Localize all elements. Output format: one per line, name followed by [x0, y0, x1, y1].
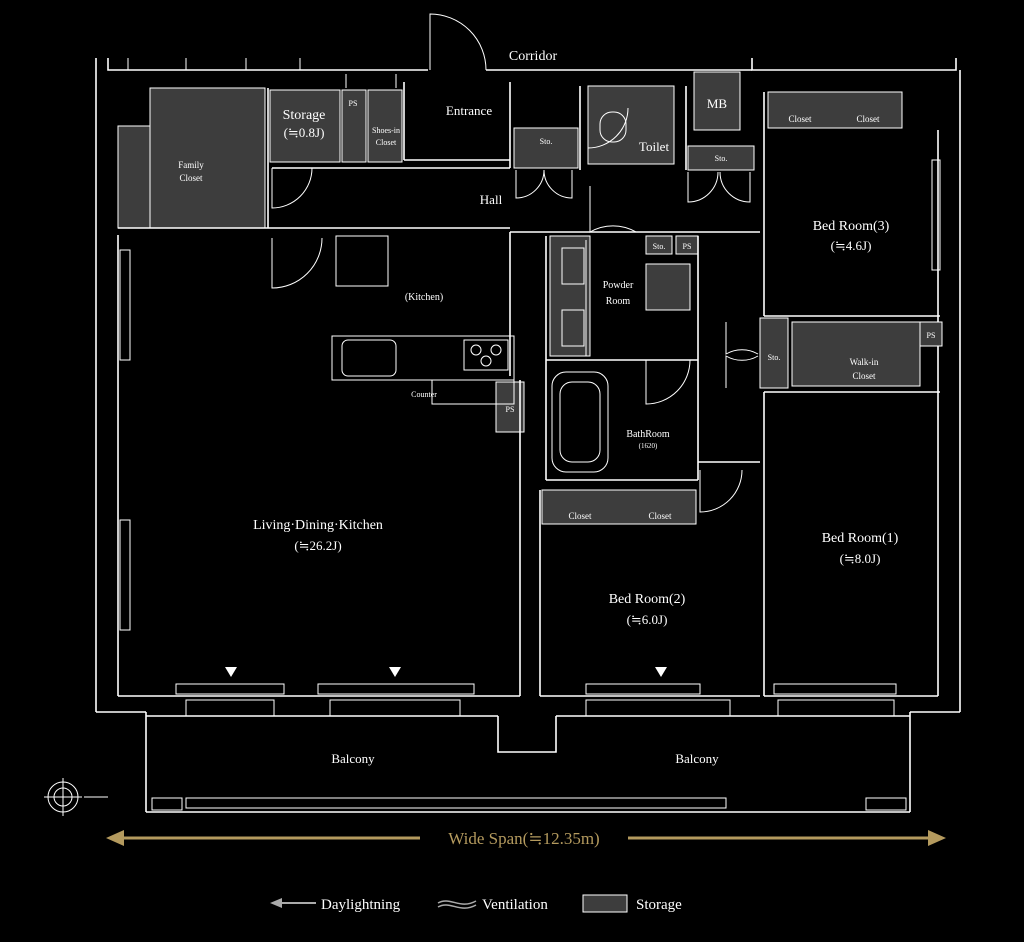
- storage-size: (≒0.8J): [284, 125, 325, 140]
- ldk-size: (≒26.2J): [294, 538, 341, 553]
- bed2-closet-label-1: Closet: [568, 511, 592, 521]
- ps-label-4: PS: [506, 405, 515, 414]
- outer-walls: [95, 58, 961, 713]
- bathtub: [551, 371, 609, 473]
- bed3-label: Bed Room(3): [813, 219, 890, 234]
- daylight-marker-3: [655, 667, 667, 677]
- family-closet-label-1: Family: [178, 160, 204, 170]
- shoes-label-1: Shoes-in: [372, 126, 400, 135]
- bed2-label: Bed Room(2): [609, 592, 686, 607]
- powder-label-1: Powder: [603, 280, 634, 291]
- sink: [341, 339, 397, 377]
- toilet-bowl: [599, 111, 627, 143]
- powder-shelf: [549, 235, 591, 357]
- bed1-size: (≒8.0J): [840, 551, 881, 566]
- bed3-closet-label-1: Closet: [788, 114, 812, 124]
- counter-label: Counter: [411, 390, 437, 399]
- legend-icons: [270, 894, 628, 913]
- bed2-closet-block: [541, 489, 697, 525]
- sto-block-bed3: [759, 317, 789, 389]
- sto-label-3: Sto.: [653, 242, 666, 251]
- bath-size: (1620): [639, 442, 658, 450]
- legend-storage-label: Storage: [636, 897, 682, 913]
- walkin-closet-block: [791, 321, 921, 387]
- legend-ventilation-label: Ventilation: [482, 897, 548, 913]
- sto-label-1: Sto.: [540, 137, 553, 146]
- sto-block-hall: [687, 145, 755, 171]
- kitchen-label: (Kitchen): [405, 292, 443, 303]
- family-closet-block: [149, 87, 266, 229]
- mb-block: [693, 71, 741, 131]
- kitchen-island: [331, 335, 515, 381]
- daylight-marker-1: [225, 667, 237, 677]
- storage-swatch-icon: [582, 894, 628, 913]
- balcony-label-2: Balcony: [675, 751, 719, 766]
- wide-span-label: Wide Span(≒12.35m): [448, 829, 599, 848]
- shoes-closet-block: [367, 89, 403, 163]
- ldk-label: Living·Dining·Kitchen: [253, 518, 383, 533]
- toilet-label: Toilet: [639, 139, 670, 154]
- interior-walls: [118, 82, 940, 697]
- bed2-closet-label-2: Closet: [648, 511, 672, 521]
- walkin-label-1: Walk-in: [850, 357, 879, 367]
- bed2-size: (≒6.0J): [627, 612, 668, 627]
- sto-label-2: Sto.: [715, 154, 728, 163]
- ps-label-3: PS: [927, 331, 936, 340]
- ps-label-1: PS: [349, 99, 358, 108]
- powder-label-2: Room: [606, 296, 631, 307]
- sto-block-entrance: [513, 127, 579, 169]
- storage-blocks: [117, 71, 943, 525]
- entrance-label: Entrance: [446, 103, 492, 118]
- compass-north-icon: [44, 778, 108, 816]
- hall-label: Hall: [480, 192, 503, 207]
- toilet-block: [587, 85, 675, 165]
- wide-span-arrow: [106, 830, 946, 846]
- legend-daylight-label: Daylightning: [321, 897, 401, 913]
- storage-block: [269, 89, 341, 163]
- ps-block-1: [341, 89, 367, 163]
- room-labels: Corridor Storage (≒0.8J) PS Shoes-in Clo…: [178, 49, 935, 848]
- ps-block-3: [919, 321, 943, 347]
- windows: [119, 159, 941, 695]
- sto-block-powder: [645, 235, 673, 255]
- bed3-size: (≒4.6J): [831, 238, 872, 253]
- ps-label-2: PS: [683, 242, 692, 251]
- family-closet-shelf: [117, 125, 151, 229]
- daylight-marker-2: [389, 667, 401, 677]
- top-tick-marks: [127, 58, 397, 88]
- bath-label: BathRoom: [626, 429, 670, 440]
- bed3-closet-block: [767, 91, 903, 129]
- stove: [463, 339, 509, 371]
- fridge: [335, 235, 389, 287]
- walkin-label-2: Closet: [852, 371, 876, 381]
- bed3-closet-label-2: Closet: [856, 114, 880, 124]
- entrance-door: [429, 13, 487, 71]
- storage-label: Storage: [283, 108, 326, 123]
- doors: [271, 13, 759, 513]
- sto-label-4: Sto.: [768, 353, 781, 362]
- bed1-label: Bed Room(1): [822, 531, 899, 546]
- powder-washstand: [645, 263, 691, 311]
- shoes-label-2: Closet: [376, 138, 397, 147]
- ventilation-wave-icon: [437, 900, 477, 905]
- mb-label: MB: [707, 96, 728, 111]
- balcony-area: [145, 699, 911, 813]
- legend: Daylightning Ventilation Storage: [321, 897, 682, 913]
- balcony-label-1: Balcony: [331, 751, 375, 766]
- fixtures: [331, 111, 627, 473]
- family-closet-label-2: Closet: [179, 173, 203, 183]
- corridor-label: Corridor: [509, 49, 558, 64]
